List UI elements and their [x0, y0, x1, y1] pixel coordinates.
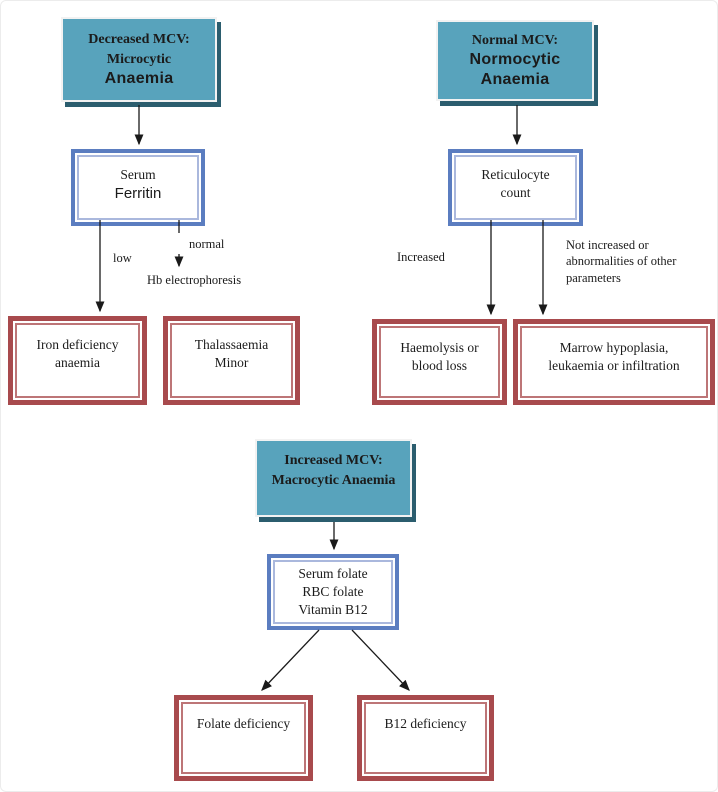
node-macrocytic-header: Increased MCV: Macrocytic Anaemia: [255, 439, 412, 517]
thalassaemia-minor-inner: Thalassaemia Minor: [170, 323, 293, 398]
macrocytic-header-title: Increased MCV: Macrocytic Anaemia: [271, 453, 396, 488]
iron-deficiency-label: Iron deficiency anaemia: [36, 337, 119, 371]
branch-label-not-increased: Not increased or abnormalities of other …: [566, 238, 677, 285]
node-iron-deficiency: Iron deficiency anaemia: [8, 316, 147, 405]
serum-ferritin-label-sans: Ferritin: [114, 185, 162, 203]
folate-b12-tests-label: Serum folate RBC folate Vitamin B12: [298, 566, 368, 618]
connector-tests-to-folate: [261, 629, 320, 691]
node-haemolysis: Haemolysis or blood loss: [372, 319, 507, 405]
thalassaemia-minor-label: Thalassaemia Minor: [194, 337, 269, 371]
node-serum-ferritin: Serum Ferritin: [71, 149, 205, 226]
branch-label-normal: normal: [189, 237, 225, 251]
node-b12-deficiency: B12 deficiency: [357, 695, 494, 781]
node-normocytic-header: Normal MCV: Normocytic Anaemia: [436, 20, 594, 101]
normocytic-header-title: Normal MCV:: [471, 32, 559, 48]
folate-b12-tests-inner: Serum folate RBC folate Vitamin B12: [273, 560, 393, 624]
microcytic-header-title: Decreased MCV: Microcytic: [88, 31, 190, 67]
b12-deficiency-inner: B12 deficiency: [364, 702, 487, 774]
serum-ferritin-label-serif: Serum: [120, 167, 156, 182]
branch-label-increased: Increased: [397, 250, 445, 264]
label-hb-electrophoresis: Hb electrophoresis: [147, 273, 242, 287]
iron-deficiency-inner: Iron deficiency anaemia: [15, 323, 140, 398]
connector-tests-to-b12: [351, 629, 410, 691]
marrow-hypoplasia-inner: Marrow hypoplasia, leukaemia or infiltra…: [520, 326, 708, 398]
branch-label-low: low: [113, 251, 132, 265]
normocytic-header-subtitle: Normocytic Anaemia: [469, 51, 561, 89]
folate-deficiency-inner: Folate deficiency: [181, 702, 306, 774]
node-marrow-hypoplasia: Marrow hypoplasia, leukaemia or infiltra…: [513, 319, 715, 405]
node-reticulocyte-count: Reticulocyte count: [448, 149, 583, 226]
reticulocyte-count-inner: Reticulocyte count: [454, 155, 577, 220]
node-thalassaemia-minor: Thalassaemia Minor: [163, 316, 300, 405]
node-microcytic-header: Decreased MCV: Microcytic Anaemia: [61, 17, 217, 102]
reticulocyte-count-label: Reticulocyte count: [481, 167, 550, 201]
haemolysis-label: Haemolysis or blood loss: [400, 340, 479, 374]
folate-deficiency-label: Folate deficiency: [196, 716, 291, 731]
serum-ferritin-inner: Serum Ferritin: [77, 155, 199, 220]
marrow-hypoplasia-label: Marrow hypoplasia, leukaemia or infiltra…: [548, 340, 680, 374]
node-folate-deficiency: Folate deficiency: [174, 695, 313, 781]
b12-deficiency-label: B12 deficiency: [384, 716, 467, 731]
microcytic-header-subtitle: Anaemia: [104, 70, 174, 88]
node-folate-b12-tests: Serum folate RBC folate Vitamin B12: [267, 554, 399, 630]
haemolysis-inner: Haemolysis or blood loss: [379, 326, 500, 398]
